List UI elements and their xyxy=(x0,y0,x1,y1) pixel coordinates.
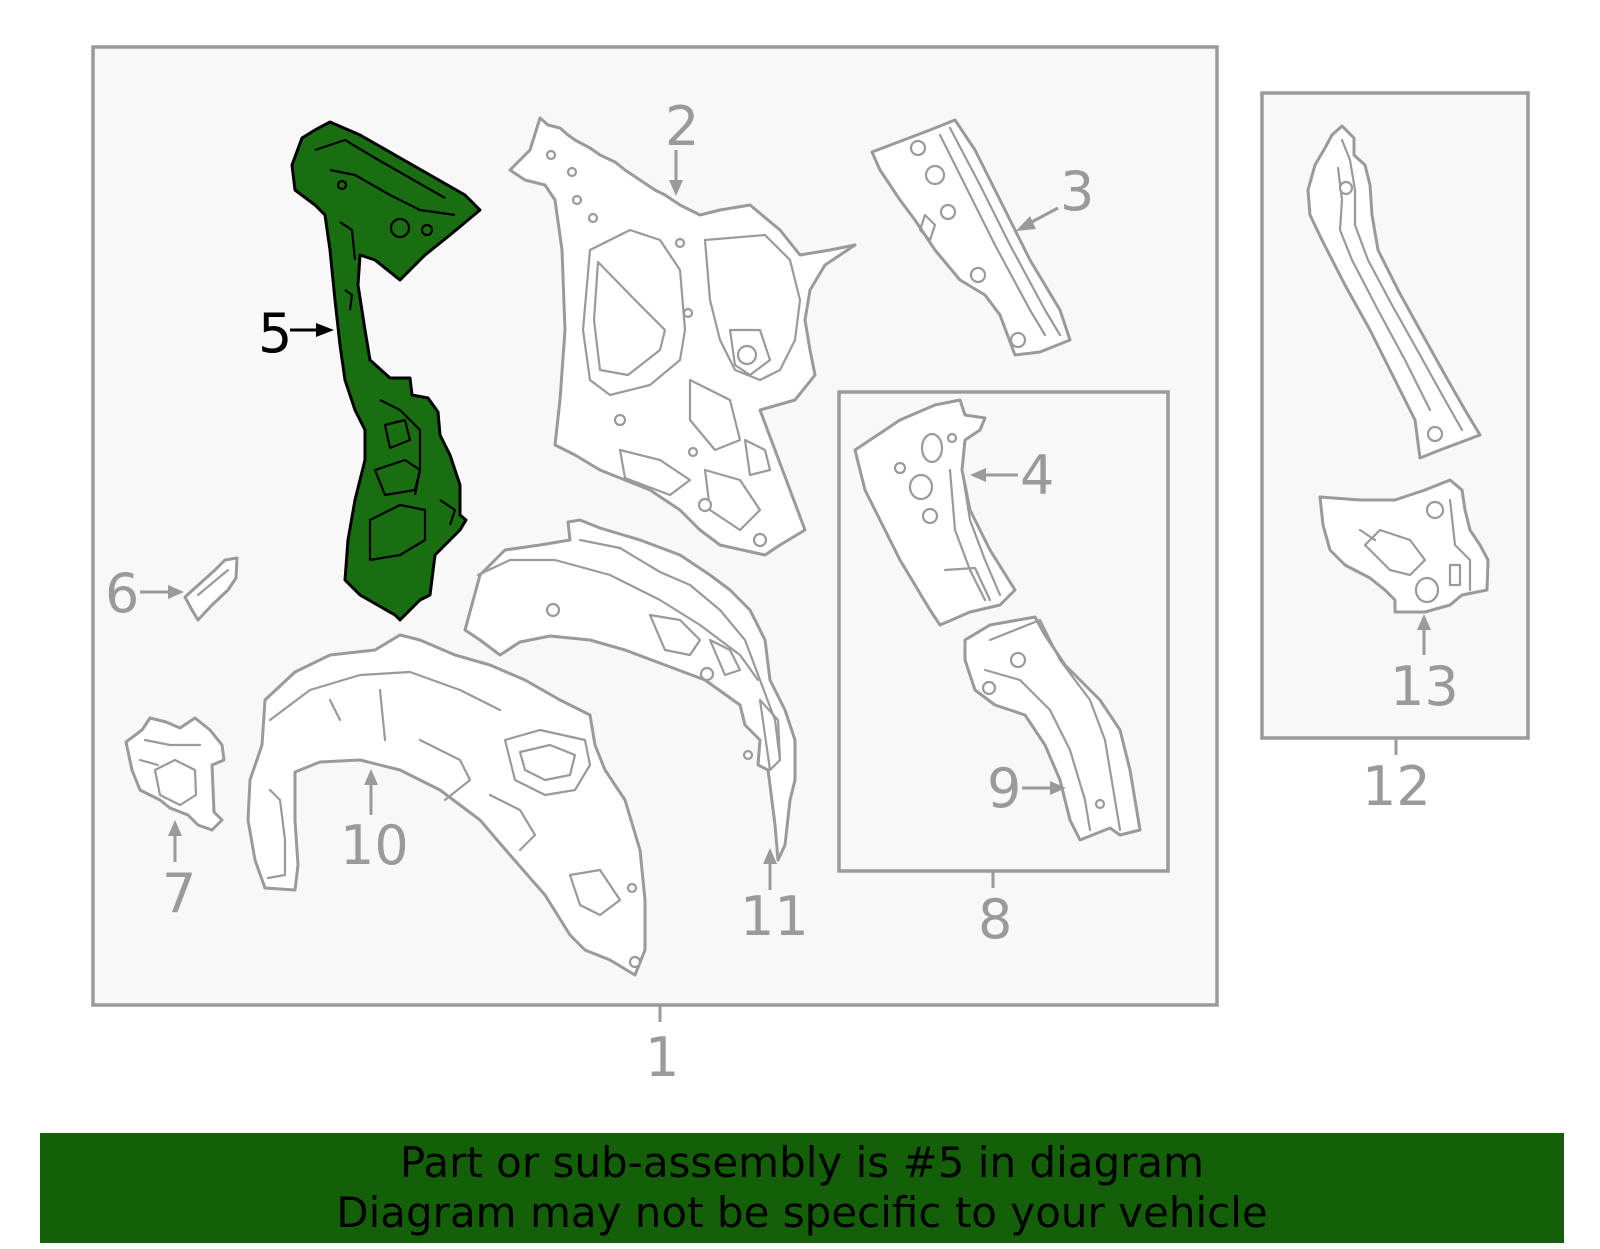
callout-10[interactable]: 10 xyxy=(340,814,409,877)
callout-8[interactable]: 8 xyxy=(978,888,1012,951)
part-13a-pillar-upper[interactable] xyxy=(1306,124,1482,460)
callout-2[interactable]: 2 xyxy=(665,95,699,158)
callout-11[interactable]: 11 xyxy=(740,885,809,948)
callout-12[interactable]: 12 xyxy=(1362,755,1431,818)
part-10-wheelhouse-outer[interactable] xyxy=(246,633,647,977)
part-3-pillar-reinforcement[interactable] xyxy=(870,118,1072,357)
part-2-quarter-inner-panel[interactable] xyxy=(508,116,857,557)
callout-4[interactable]: 4 xyxy=(1020,444,1054,507)
part-6-small-bracket[interactable] xyxy=(183,556,239,622)
leader-lines xyxy=(140,150,1431,1022)
banner-line-2: Diagram may not be specific to your vehi… xyxy=(336,1188,1268,1237)
part-9-lower-reinforcement[interactable] xyxy=(963,615,1142,842)
part-7-lower-bracket[interactable] xyxy=(124,716,226,832)
callout-7[interactable]: 7 xyxy=(162,862,196,925)
group-box-12 xyxy=(1260,91,1530,740)
callout-6[interactable]: 6 xyxy=(105,562,139,625)
part-11-wheelhouse-inner[interactable] xyxy=(463,518,797,862)
callout-5[interactable]: 5 xyxy=(258,302,292,365)
info-banner: Part or sub-assembly is #5 in diagram Di… xyxy=(40,1133,1564,1243)
part-5-highlighted-reinforcement[interactable] xyxy=(290,120,482,622)
callout-3[interactable]: 3 xyxy=(1060,160,1094,223)
callout-13[interactable]: 13 xyxy=(1390,655,1459,718)
part-4-upper-reinforcement[interactable] xyxy=(853,398,1017,627)
part-13-bracket[interactable] xyxy=(1318,478,1490,614)
callout-1[interactable]: 1 xyxy=(645,1026,679,1089)
banner-line-1: Part or sub-assembly is #5 in diagram xyxy=(399,1138,1205,1187)
callout-9[interactable]: 9 xyxy=(987,757,1021,820)
